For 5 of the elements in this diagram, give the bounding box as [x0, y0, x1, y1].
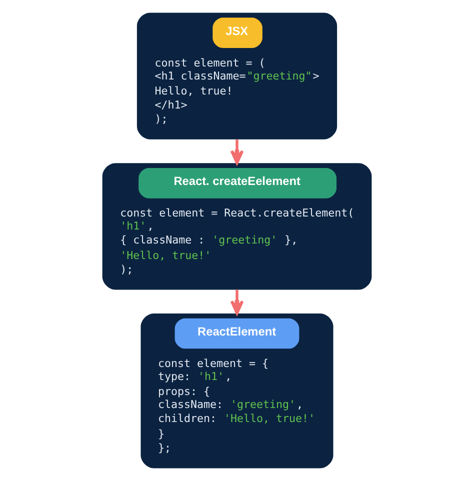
node-box: ReactElement const element = { type: 'h1', props: { className: 'greeting', children: 'Hello, true!' } }; [140, 314, 334, 468]
node-box: React. createEelement const element = React.createElement( 'h1', { className : 'greeting' }, 'Hello, true!' ); [102, 163, 372, 290]
node-box: JSX const element = ( <h1 className="greeting"> Hello, true! </h1> ); [136, 12, 338, 140]
arrow [230, 140, 244, 164]
arrow [230, 290, 244, 315]
